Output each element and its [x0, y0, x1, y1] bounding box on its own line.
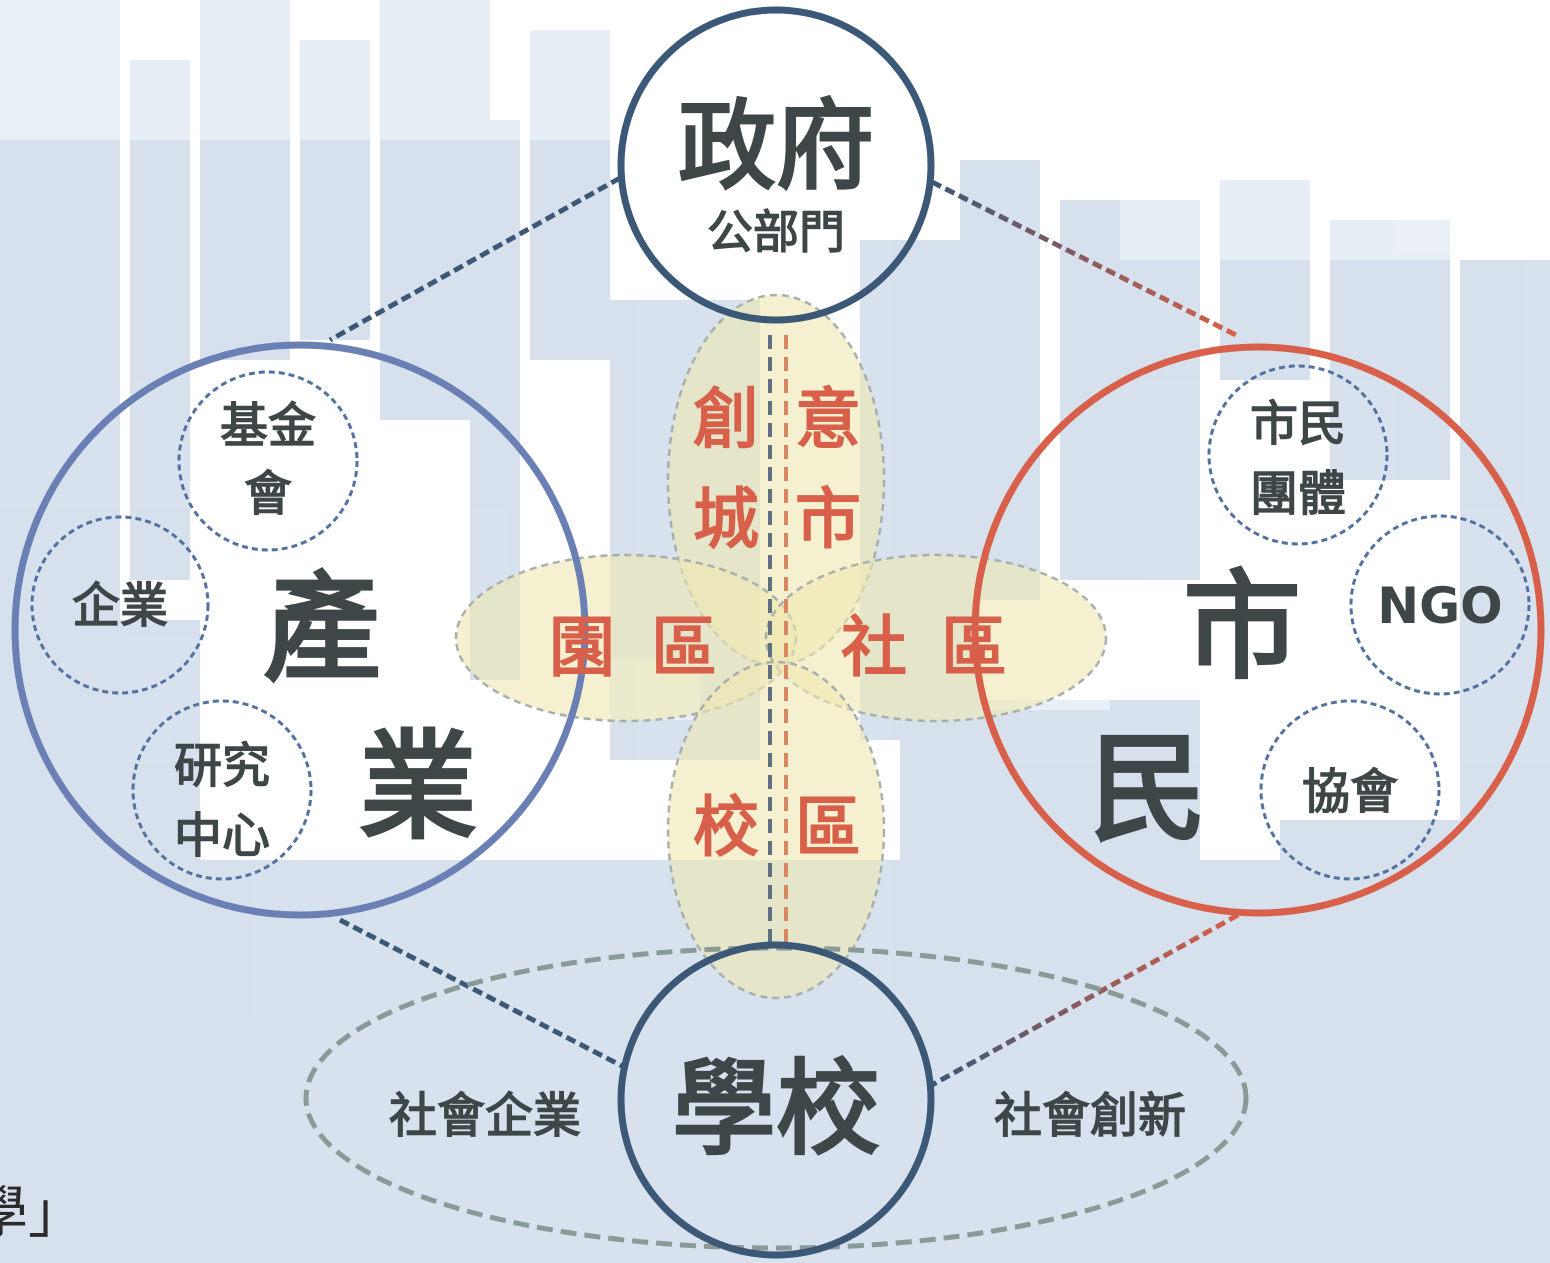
government-subtitle: 公部門 — [707, 205, 845, 259]
research-label-line2: 中心 — [174, 808, 270, 864]
citizen-groups-label-line2: 團體 — [1250, 466, 1346, 522]
enterprise-bubble — [30, 515, 210, 695]
petal-right — [764, 553, 1108, 723]
enterprise-label: 企業 — [72, 578, 168, 634]
center-top-left-line2: 城 — [693, 481, 759, 558]
school-title: 學校 — [672, 1048, 880, 1170]
center-petals — [454, 293, 1108, 1000]
industry-title-line1: 產 — [263, 560, 381, 698]
connector-government-industry — [328, 175, 622, 343]
connector-government-citizens — [930, 179, 1240, 339]
association-bubble — [1259, 699, 1441, 881]
connector-industry-school — [338, 917, 624, 1069]
center-top-right-line2: 市 — [795, 481, 861, 558]
citizen-groups-label-line1: 市民 — [1250, 396, 1346, 452]
social-enterprise-label: 社會企業 — [389, 1088, 581, 1144]
center-left-b: 區 — [651, 609, 717, 686]
connectors — [328, 175, 1240, 1088]
citizens-title-line2: 民 — [1089, 720, 1207, 858]
foundation-label-line1: 基金 — [220, 398, 317, 454]
research-label-line1: 研究 — [174, 738, 270, 794]
school-circle — [617, 941, 935, 1259]
petal-bottom — [666, 660, 886, 1000]
ngo-label: NGO — [1377, 577, 1502, 635]
association-label: 協會 — [1302, 764, 1399, 820]
connector-citizens-school — [930, 912, 1240, 1088]
edge-text-fragment: 學」 — [0, 1181, 84, 1246]
foundation-bubble — [177, 370, 359, 552]
industry-title-line2: 業 — [359, 718, 477, 856]
center-top-right-line1: 意 — [795, 381, 861, 458]
center-top-left-line1: 創 — [693, 381, 759, 458]
center-right-b: 區 — [941, 609, 1007, 686]
social-innovation-label: 社會創新 — [994, 1088, 1186, 1144]
foundation-label-line2: 會 — [244, 466, 293, 522]
industry-circle — [11, 341, 589, 919]
ngo-bubble — [1349, 514, 1531, 696]
center-right-a: 社 — [841, 609, 907, 686]
center-left-a: 園 — [549, 609, 615, 686]
research-bubble — [131, 699, 313, 881]
school-ellipse — [303, 945, 1249, 1251]
center-bottom-b: 區 — [795, 789, 861, 866]
center-bottom-a: 校 — [693, 789, 759, 866]
citizen-groups-bubble — [1207, 364, 1389, 546]
government-circle — [617, 6, 935, 324]
government-title: 政府 — [678, 90, 874, 204]
citizens-title-line1: 市 — [1183, 558, 1301, 696]
citizens-circle — [971, 343, 1545, 917]
